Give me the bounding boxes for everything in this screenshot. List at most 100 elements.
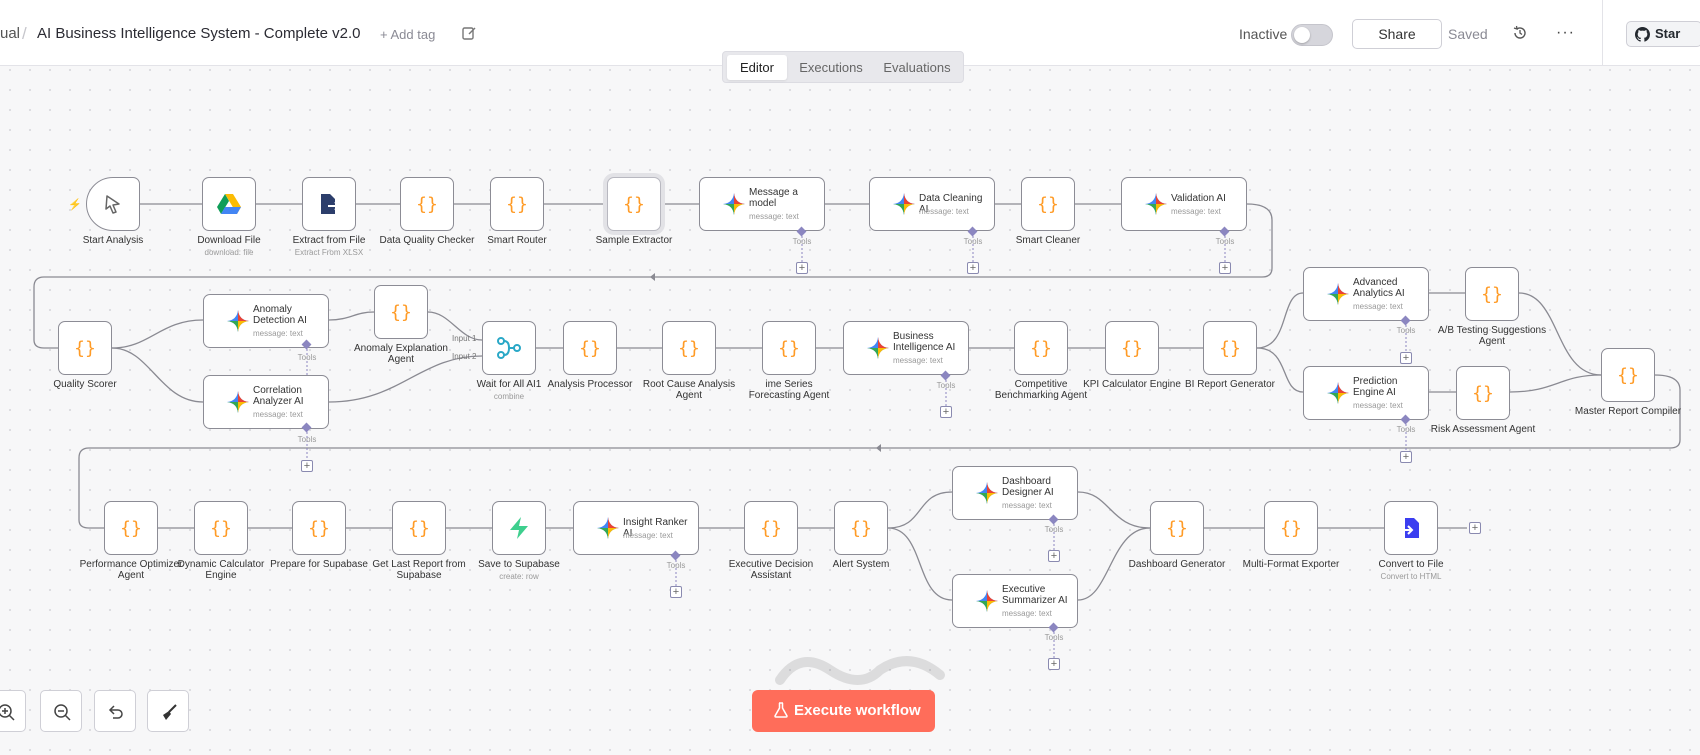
- svg-text:{}: {}: [1166, 518, 1188, 539]
- node-executive-summarizer-ai[interactable]: Executive Summarizer AI message: text: [952, 574, 1078, 628]
- node-insight-ranker-ai[interactable]: Insight Ranker AI message: text: [573, 501, 699, 555]
- view-tabs: Editor Executions Evaluations: [722, 51, 964, 83]
- node-sample-extractor[interactable]: {}: [607, 177, 661, 231]
- tidy-up-button[interactable]: [147, 690, 189, 732]
- code-icon: {}: [120, 518, 142, 539]
- code-icon: {}: [408, 518, 430, 539]
- node-subtitle: message: text: [253, 410, 303, 419]
- node-convert-to-file[interactable]: [1384, 501, 1438, 555]
- node-prediction-engine-ai[interactable]: Prediction Engine AI message: text: [1303, 366, 1429, 420]
- node-label: Sample Extractor: [595, 235, 673, 246]
- add-tool-button[interactable]: +: [967, 262, 979, 274]
- node-analysis-processor[interactable]: {}: [563, 321, 617, 375]
- svg-text:{}: {}: [1037, 194, 1059, 215]
- zoom-out-button[interactable]: [40, 690, 82, 732]
- add-tool-button[interactable]: +: [1048, 658, 1060, 670]
- header-divider: [1602, 0, 1603, 66]
- edit-icon[interactable]: [461, 25, 477, 41]
- tab-editor[interactable]: Editor: [727, 55, 787, 80]
- node-save-to-supabase[interactable]: [492, 501, 546, 555]
- add-tool-button[interactable]: +: [1400, 451, 1412, 463]
- add-tool-button[interactable]: +: [796, 262, 808, 274]
- history-icon[interactable]: [1512, 25, 1528, 41]
- node-subtitle: Convert to HTML: [1380, 572, 1442, 581]
- github-star-button[interactable]: Star: [1626, 21, 1700, 47]
- node-subtitle: message: text: [893, 356, 943, 365]
- add-tag-button[interactable]: + Add tag: [380, 27, 436, 42]
- node-executive-decision-assistant[interactable]: {}: [744, 501, 798, 555]
- node-master-report-compiler[interactable]: {}: [1601, 348, 1655, 402]
- node-alert-system[interactable]: {}: [834, 501, 888, 555]
- node-data-quality-checker[interactable]: {}: [400, 177, 454, 231]
- node-title: Prediction Engine AI: [1353, 376, 1398, 398]
- node-smart-router[interactable]: {}: [490, 177, 544, 231]
- node-extract-from-file[interactable]: [302, 177, 356, 231]
- node-anomaly-explanation-agent[interactable]: {}: [374, 285, 428, 339]
- code-icon: {}: [1037, 194, 1059, 215]
- execute-label: Execute workflow: [794, 702, 921, 719]
- node-quality-scorer[interactable]: {}: [58, 321, 112, 375]
- add-tool-button[interactable]: +: [301, 460, 313, 472]
- node-start-analysis[interactable]: [86, 177, 140, 231]
- share-button[interactable]: Share: [1352, 19, 1442, 49]
- tab-evaluations[interactable]: Evaluations: [883, 60, 951, 75]
- node-dashboard-designer-ai[interactable]: Dashboard Designer AI message: text: [952, 466, 1078, 520]
- node-time-series-forecasting-agent[interactable]: {}: [762, 321, 816, 375]
- gemini-icon: [1327, 283, 1349, 305]
- node-get-last-report-from-supabase[interactable]: {}: [392, 501, 446, 555]
- node-download-file[interactable]: [202, 177, 256, 231]
- add-tool-button[interactable]: +: [1048, 550, 1060, 562]
- node-label: Data Quality Checker: [379, 235, 475, 246]
- node-label: Alert System: [832, 559, 890, 570]
- node-dynamic-calculator-engine[interactable]: {}: [194, 501, 248, 555]
- zoom-in-button[interactable]: [0, 690, 26, 732]
- tab-executions[interactable]: Executions: [799, 60, 863, 75]
- gemini-icon: [867, 337, 889, 359]
- more-options-icon[interactable]: ···: [1556, 24, 1575, 41]
- node-root-cause-analysis-agent[interactable]: {}: [662, 321, 716, 375]
- gemini-icon: [1145, 193, 1167, 215]
- code-icon: {}: [778, 338, 800, 359]
- add-tool-button[interactable]: +: [1400, 352, 1412, 364]
- node-multi-format-exporter[interactable]: {}: [1264, 501, 1318, 555]
- node-smart-cleaner[interactable]: {}: [1021, 177, 1075, 231]
- node-label: Quality Scorer: [53, 379, 117, 390]
- workflow-title[interactable]: AI Business Intelligence System - Comple…: [37, 25, 361, 42]
- node-ab-testing-suggestions-agent[interactable]: {}: [1465, 267, 1519, 321]
- node-dashboard-generator[interactable]: {}: [1150, 501, 1204, 555]
- node-message-a-model[interactable]: Message a model message: text: [699, 177, 825, 231]
- node-business-intelligence-ai[interactable]: Business Intelligence AI message: text: [843, 321, 969, 375]
- active-toggle[interactable]: [1291, 24, 1333, 46]
- node-data-cleaning-ai[interactable]: Data Cleaning AI message: text: [869, 177, 995, 231]
- add-tool-button[interactable]: +: [940, 406, 952, 418]
- node-validation-ai[interactable]: Validation AI message: text: [1121, 177, 1247, 231]
- node-bi-report-generator[interactable]: {}: [1203, 321, 1257, 375]
- node-competitive-benchmarking-agent[interactable]: {}: [1014, 321, 1068, 375]
- node-correlation-analyzer-ai[interactable]: Correlation Analyzer AI message: text: [203, 375, 329, 429]
- node-prepare-for-supabase[interactable]: {}: [292, 501, 346, 555]
- star-label: Star: [1655, 26, 1681, 41]
- breadcrumb-parent[interactable]: ual: [0, 25, 21, 42]
- node-risk-assessment-agent[interactable]: {}: [1456, 366, 1510, 420]
- add-next-node-button[interactable]: +: [1469, 522, 1481, 534]
- code-icon: {}: [506, 194, 528, 215]
- add-tool-button[interactable]: +: [1219, 262, 1231, 274]
- svg-text:{}: {}: [1280, 518, 1302, 539]
- node-kpi-calculator-engine[interactable]: {}: [1105, 321, 1159, 375]
- add-tool-button[interactable]: +: [670, 586, 682, 598]
- google-drive-icon: [217, 194, 241, 214]
- node-subtitle: Extract From XLSX: [294, 248, 364, 257]
- execute-workflow-button[interactable]: Execute workflow: [752, 690, 935, 732]
- svg-text:{}: {}: [1481, 284, 1503, 305]
- node-label: Analysis Processor: [547, 379, 633, 390]
- undo-button[interactable]: [94, 690, 136, 732]
- node-label: Competitive Benchmarking Agent: [994, 379, 1088, 401]
- node-wait-for-all-ai1[interactable]: [482, 321, 536, 375]
- tools-label: Tools: [936, 381, 956, 390]
- node-label: Anomaly Explanation Agent: [354, 343, 448, 365]
- node-performance-optimizer-agent[interactable]: {}: [104, 501, 158, 555]
- node-advanced-analytics-ai[interactable]: Advanced Analytics AI message: text: [1303, 267, 1429, 321]
- code-icon: {}: [1472, 383, 1494, 404]
- node-anomaly-detection-ai[interactable]: Anomaly Detection AI message: text: [203, 294, 329, 348]
